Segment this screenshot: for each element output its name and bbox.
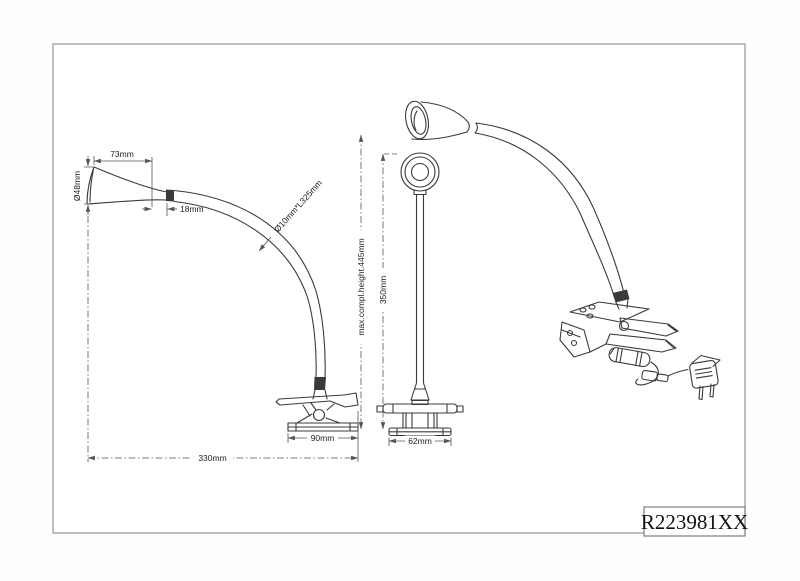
dim-clamp-length-label: 90mm <box>311 433 335 443</box>
label-mask <box>307 432 338 444</box>
clamp-stem <box>615 298 629 310</box>
head-ferrule-band <box>166 189 174 202</box>
dim-arm-height-label: 350mm <box>378 276 388 304</box>
label-mask <box>355 230 367 344</box>
dim-base-width-label: 62mm <box>408 436 432 446</box>
drawing-frame <box>52 43 746 534</box>
part-number: R223981XX <box>641 510 748 534</box>
label-mask <box>405 435 435 447</box>
label-mask <box>192 452 233 464</box>
bell-bottom <box>411 131 468 140</box>
neck-band-2 <box>474 122 478 134</box>
label-mask <box>377 268 389 312</box>
power-plug <box>689 354 721 401</box>
title-block-box <box>643 506 746 537</box>
plug-pin <box>698 385 704 401</box>
gooseneck-lower-band <box>612 289 630 303</box>
dim-neck-length-label: 18mm <box>180 204 204 214</box>
cable-connector <box>641 370 669 383</box>
inline-switch <box>608 347 651 368</box>
head-middle-ring <box>404 156 436 188</box>
head-bottom-profile <box>86 199 168 205</box>
dim-ticks <box>84 166 93 205</box>
clamp-stem <box>312 389 328 400</box>
clamp-side-view <box>275 392 359 432</box>
head-mouth-inner <box>89 168 95 203</box>
pole <box>415 193 425 384</box>
dim-head-length-label: 73mm <box>110 149 134 159</box>
head-neck-tab <box>413 189 427 196</box>
dim-overall-width-label: 330mm <box>198 453 226 463</box>
cable-segment <box>635 361 659 386</box>
head-mouth <box>404 100 430 140</box>
gooseneck-inner <box>173 200 317 379</box>
head-outer-ring <box>400 152 440 192</box>
dim-max-height-label: max.compl.height.445mm <box>356 238 366 335</box>
head-top-profile <box>93 166 168 193</box>
gooseneck-inner <box>474 132 615 297</box>
perspective-view-figure <box>404 100 721 401</box>
plug-pin <box>709 383 715 398</box>
gooseneck-lower-band <box>314 377 326 390</box>
gooseneck-outer <box>475 122 625 294</box>
head-lens <box>410 162 430 182</box>
front-view-dimensions: max.compl.height.445mm 350mm 62mm <box>355 134 452 447</box>
title-block: R223981XX <box>641 506 748 537</box>
gooseneck-outer <box>173 189 326 379</box>
head-inner-detail <box>413 110 418 131</box>
leader-flex-arm <box>258 236 272 252</box>
front-view-figure <box>376 152 464 437</box>
cable-segment <box>609 347 615 355</box>
cable-segment <box>667 368 689 377</box>
pole-taper <box>410 382 430 401</box>
neck-band-1 <box>466 121 470 133</box>
dim-head-diameter-label: Ø48mm <box>72 171 82 201</box>
bell-top <box>420 101 469 123</box>
clamp-perspective <box>559 301 679 358</box>
head-mouth-inner <box>410 106 427 135</box>
side-view-figure <box>86 166 359 432</box>
